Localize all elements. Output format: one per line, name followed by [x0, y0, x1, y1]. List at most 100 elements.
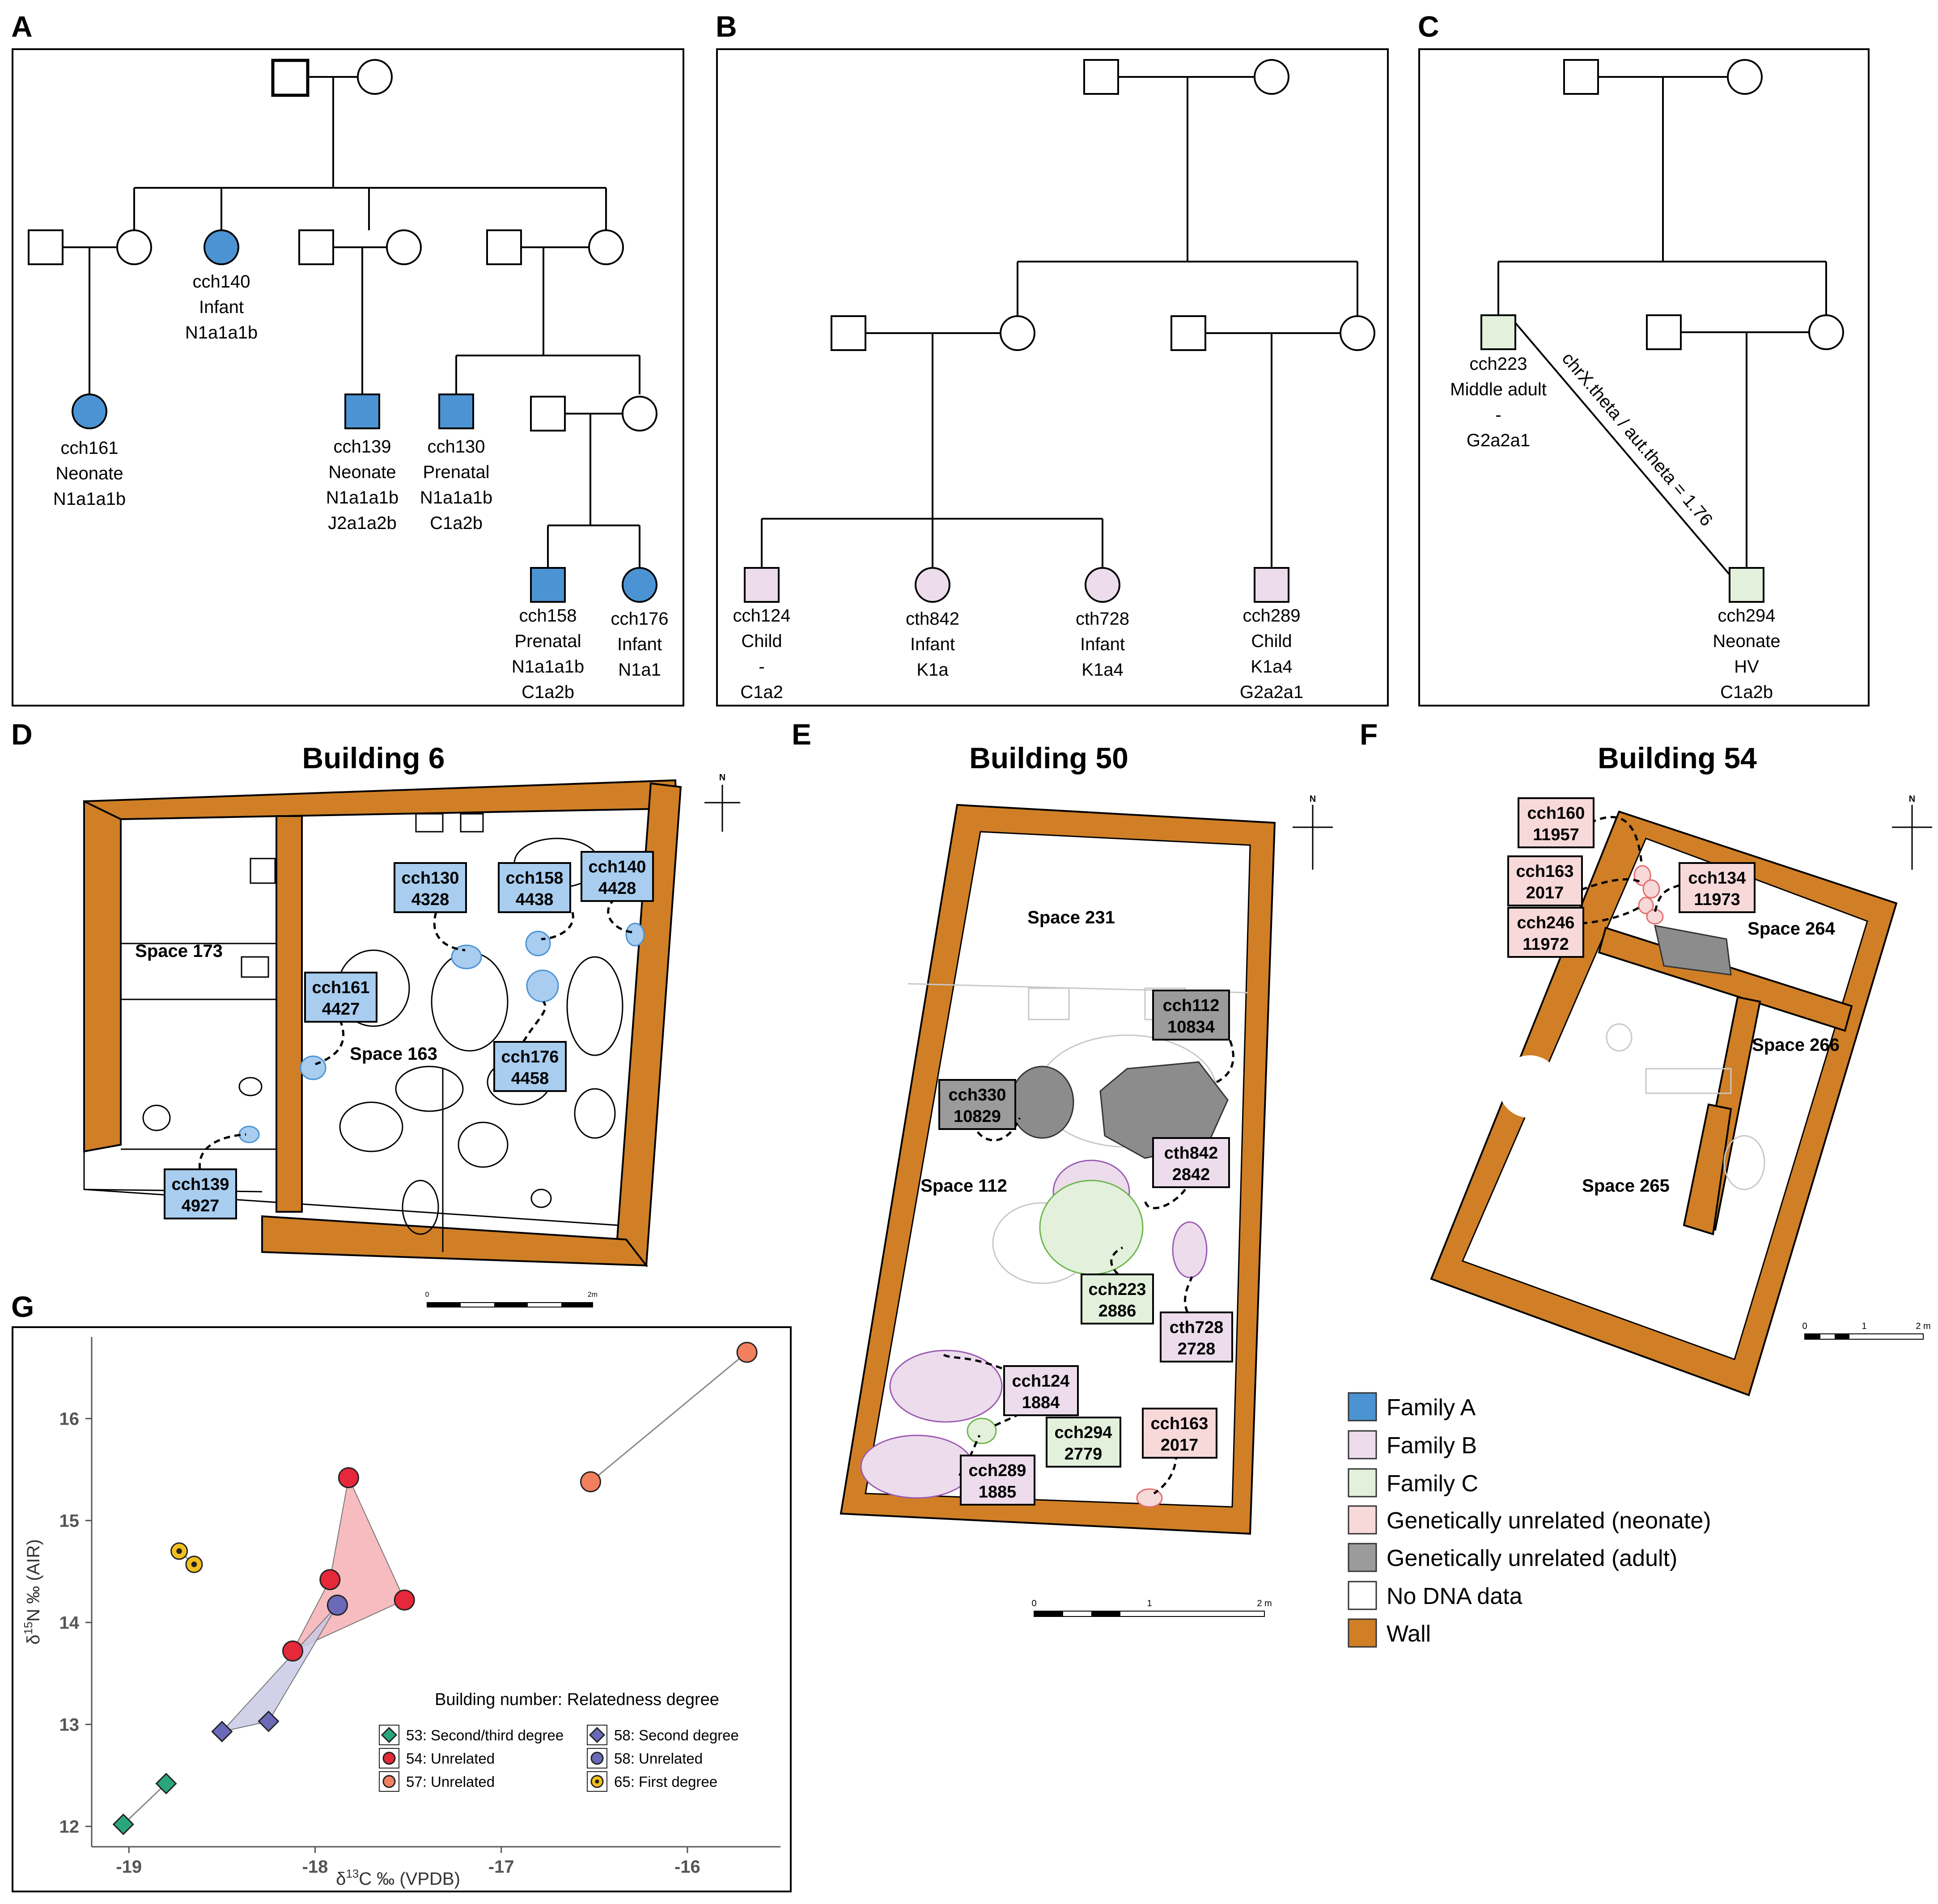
cch139-age: Neonate — [328, 462, 396, 482]
cth728-id: cth728 — [1076, 609, 1129, 629]
svg-text:2017: 2017 — [1161, 1436, 1199, 1455]
legend-swatch-no-dna — [1348, 1581, 1377, 1610]
svg-text:0: 0 — [1802, 1321, 1807, 1331]
legend-series-label: 58: Unrelated — [614, 1750, 703, 1767]
svg-text:4328: 4328 — [411, 890, 450, 909]
label-cch158: cch158 4438 — [498, 862, 571, 913]
scale-bar-e: 0 1 2 m — [1031, 1599, 1272, 1617]
panel-letter-d: D — [11, 718, 33, 751]
svg-text:2842: 2842 — [1172, 1165, 1210, 1184]
cch161-mt: N1a1a1b — [53, 489, 126, 509]
svg-text:0: 0 — [1031, 1599, 1036, 1608]
data-point-center — [191, 1561, 197, 1567]
north-f: N — [1909, 794, 1915, 804]
legend-series-label: 57: Unrelated — [406, 1773, 495, 1790]
cth842-age: Infant — [910, 635, 955, 654]
space-266-label: Space 266 — [1752, 1035, 1840, 1055]
data-point — [327, 1595, 348, 1616]
svg-text:2017: 2017 — [1526, 884, 1564, 902]
cch161-age: Neonate — [55, 464, 123, 483]
legend: Family A Family B Family C Genetically u… — [1348, 1392, 1711, 1648]
cch158-age: Prenatal — [515, 631, 581, 651]
cch294-id: cch294 — [1718, 606, 1776, 626]
data-point — [394, 1589, 415, 1611]
north-arrow-e: N — [1293, 794, 1333, 870]
legend-marker-box — [379, 1748, 399, 1769]
cch161-id: cch161 — [61, 438, 119, 458]
svg-text:4927: 4927 — [182, 1197, 220, 1215]
cch223-mt: - — [1495, 405, 1501, 425]
label-cch176: cch176 4458 — [493, 1041, 567, 1092]
x-tick-label: -19 — [116, 1857, 142, 1877]
data-point — [112, 1813, 134, 1835]
y-tick-label: 13 — [59, 1715, 80, 1735]
data-point — [580, 1471, 601, 1493]
legend-marker — [381, 1726, 398, 1743]
label-cch124: cch124 1884 — [1003, 1365, 1079, 1416]
label-cch289: cch289 1885 — [960, 1455, 1035, 1506]
data-point — [282, 1640, 304, 1662]
svg-text:cch130: cch130 — [402, 869, 459, 888]
legend-swatch-neonate — [1348, 1505, 1377, 1535]
data-point-center — [176, 1548, 182, 1554]
space-163-label: Space 163 — [350, 1044, 437, 1064]
north-d: N — [719, 773, 725, 783]
building-50-plan: Building 50 N — [840, 741, 1333, 1617]
legend-unrelated-neonate: Genetically unrelated (neonate) — [1387, 1508, 1711, 1534]
legend-marker — [590, 1752, 604, 1765]
cch294-age: Neonate — [1713, 631, 1780, 651]
svg-text:cch163: cch163 — [1516, 862, 1574, 881]
cch176-age: Infant — [617, 635, 662, 654]
panel-letter-e: E — [792, 718, 811, 751]
cch289-y: G2a2a1 — [1240, 682, 1303, 702]
line-building-57 — [590, 1352, 748, 1482]
y-tick-label: 16 — [59, 1409, 80, 1429]
cch223-age: Middle adult — [1450, 380, 1547, 399]
svg-text:cch158: cch158 — [506, 869, 564, 888]
legend-marker — [589, 1726, 606, 1743]
cch140-mt: N1a1a1b — [185, 323, 258, 343]
svg-text:4458: 4458 — [511, 1069, 549, 1088]
building-50-title: Building 50 — [969, 741, 1128, 774]
svg-text:cch330: cch330 — [949, 1086, 1006, 1104]
pedigree-a: cch140 Infant N1a1a1b cch161 Neonate N1a… — [12, 48, 684, 707]
data-point — [155, 1773, 177, 1794]
x-ratio-label: chrX.theta / aut.theta = 1.76 — [1558, 349, 1716, 530]
legend-swatch-family-a — [1348, 1392, 1377, 1422]
space-265-label: Space 265 — [1582, 1176, 1670, 1196]
x-tick-label: -17 — [488, 1857, 514, 1877]
line-building-53 — [123, 1783, 167, 1825]
legend-series-label: 58: Second degree — [614, 1727, 739, 1743]
cch130-age: Prenatal — [423, 462, 490, 482]
space-231-label: Space 231 — [1027, 908, 1115, 927]
label-cch246: cch246 11972 — [1507, 907, 1584, 958]
svg-text:cch176: cch176 — [501, 1048, 559, 1066]
chart-points — [112, 1341, 758, 1835]
svg-text:cch124: cch124 — [1012, 1372, 1070, 1391]
svg-text:11972: 11972 — [1522, 935, 1569, 954]
legend-swatch-family-c — [1348, 1468, 1377, 1498]
svg-text:11957: 11957 — [1533, 825, 1579, 844]
cch158-y: C1a2b — [522, 682, 574, 702]
legend-unrelated-adult: Genetically unrelated (adult) — [1387, 1545, 1677, 1571]
space-112-label: Space 112 — [920, 1176, 1007, 1196]
legend-marker-center — [595, 1779, 599, 1784]
cch176-mt: N1a1 — [618, 660, 661, 680]
svg-text:10834: 10834 — [1167, 1018, 1215, 1037]
cch124-id: cch124 — [733, 606, 791, 626]
cch124-age: Child — [741, 631, 782, 651]
svg-text:cch246: cch246 — [1517, 914, 1575, 932]
label-cch160: cch160 11957 — [1518, 797, 1595, 848]
cch289-id: cch289 — [1243, 606, 1301, 626]
svg-text:cch112: cch112 — [1163, 996, 1220, 1015]
label-cch330: cch330 10829 — [938, 1079, 1016, 1130]
building-54-title: Building 54 — [1598, 741, 1757, 774]
building-54-plan: Building 54 N — [1430, 741, 1932, 1396]
cch140-age: Infant — [199, 297, 244, 317]
north-arrow-f: N — [1892, 794, 1932, 870]
space-173-label: Space 173 — [135, 941, 223, 961]
chart-hulls — [123, 1352, 748, 1825]
